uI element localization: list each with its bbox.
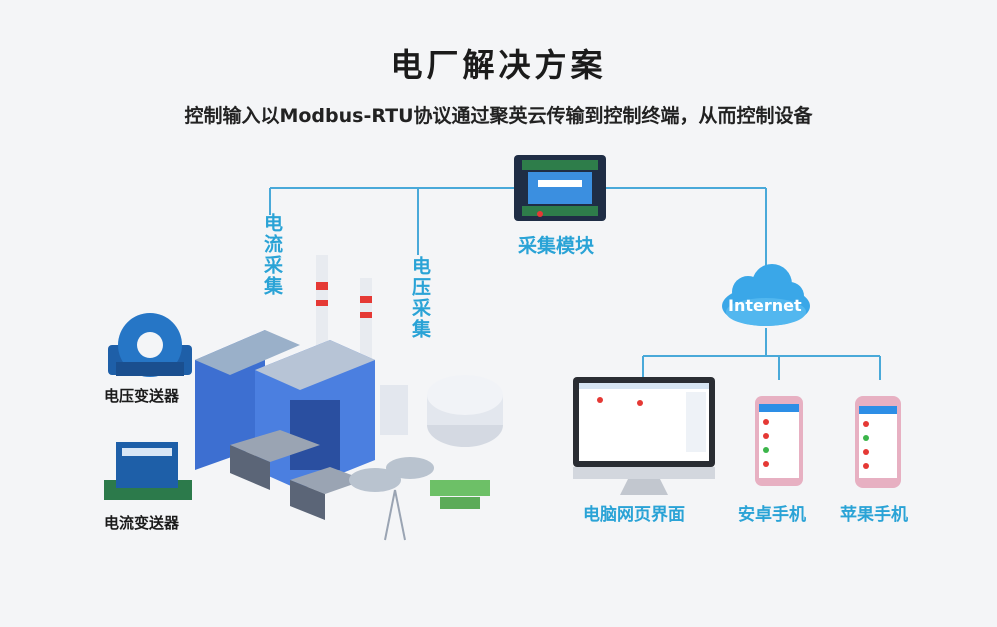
- iphone-illustration: [855, 396, 901, 488]
- current-transmitter-label: 电流变送器: [104, 514, 180, 532]
- pc-monitor-illustration: [573, 377, 715, 495]
- iphone-label: 苹果手机: [840, 505, 908, 525]
- android-phone-illustration: [755, 396, 803, 486]
- voltage-transmitter-device: [108, 313, 192, 377]
- current-transmitter-device: [104, 442, 192, 500]
- voltage-transmitter-label: 电压变送器: [104, 387, 180, 405]
- acquisition-module-device: [514, 155, 606, 221]
- power-plant-illustration: [195, 255, 503, 541]
- current-collect-label: 电流采集: [261, 213, 283, 297]
- page-title: 电厂解决方案: [390, 46, 607, 84]
- internet-cloud-icon: [722, 264, 810, 326]
- internet-label: Internet: [728, 296, 802, 315]
- pc-label: 电脑网页界面: [583, 505, 685, 525]
- page-subtitle: 控制输入以Modbus-RTU协议通过聚英云传输到控制终端，从而控制设备: [184, 105, 813, 127]
- voltage-collect-label: 电压采集: [409, 256, 431, 340]
- android-label: 安卓手机: [738, 505, 806, 525]
- module-label: 采集模块: [518, 235, 595, 257]
